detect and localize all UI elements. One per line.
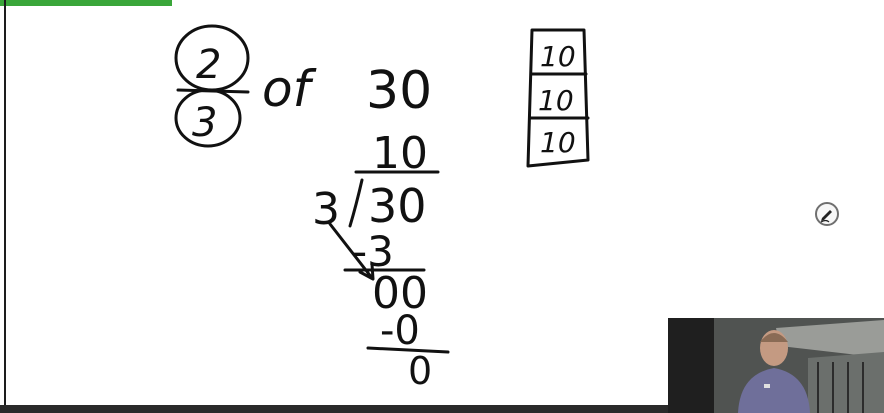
- divisor: 3: [312, 184, 340, 235]
- dividend: 30: [368, 179, 427, 233]
- whole-number: 30: [366, 61, 432, 121]
- remainder-step-2: 0: [408, 349, 432, 393]
- word-of: of: [262, 60, 317, 118]
- fraction-numerator: 2: [196, 42, 221, 88]
- bar-model-cell: 10: [540, 40, 576, 73]
- presenter-webcam: [668, 318, 884, 413]
- pen-icon: [817, 204, 837, 224]
- bar-model-cell: 10: [538, 84, 574, 117]
- bar-model-cell: 10: [540, 126, 576, 159]
- fraction-denominator: 3: [192, 100, 217, 146]
- subtract-step-2: -0: [380, 308, 420, 354]
- quotient: 10: [372, 128, 428, 179]
- pen-tool-button[interactable]: [815, 202, 839, 226]
